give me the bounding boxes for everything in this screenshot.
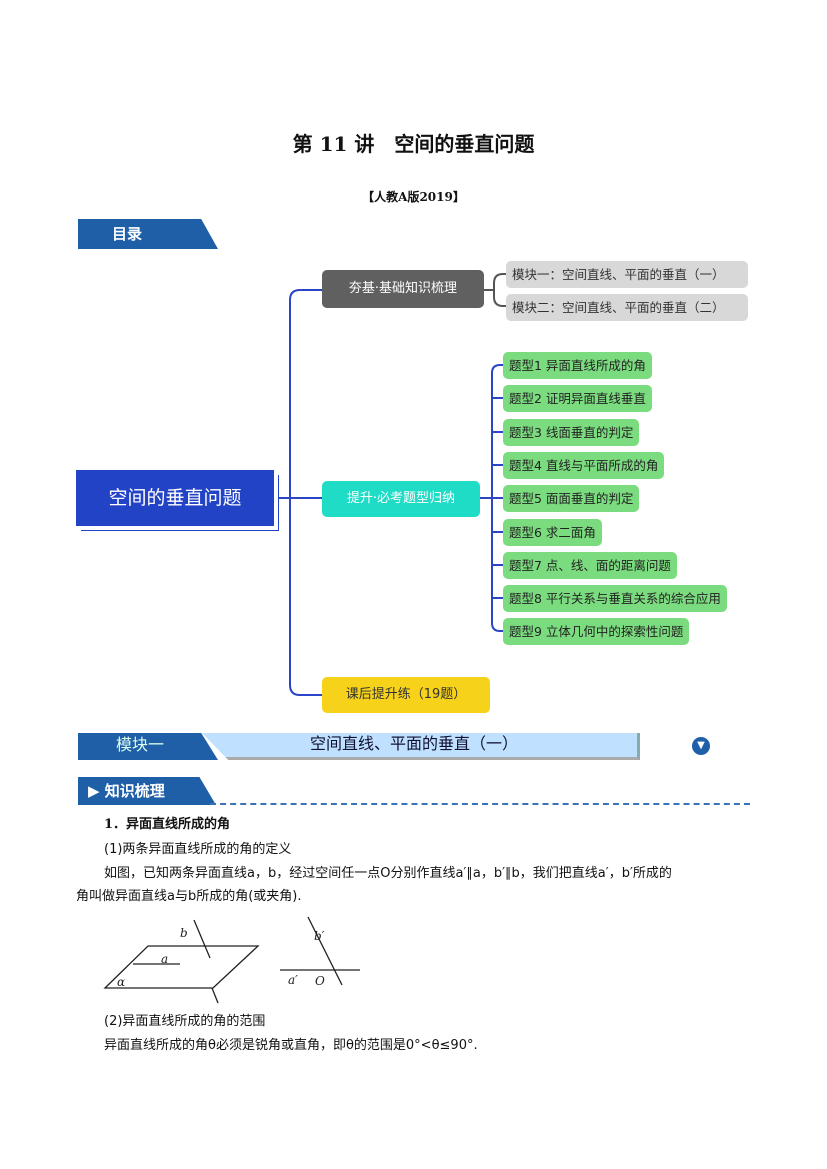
leaf-type-7[interactable]: 题型7 点、线、面的距离问题	[503, 552, 677, 579]
page-title: 第 11 讲 空间的垂直问题	[292, 132, 535, 156]
leaf-type-5[interactable]: 题型5 面面垂直的判定	[503, 485, 640, 512]
leaf-type-9[interactable]: 题型9 立体几何中的探索性问题	[503, 618, 690, 645]
label-alpha: α	[117, 975, 125, 989]
para-5: 异面直线所成的角θ必须是锐角或直角，即θ的范围是0°<θ≤90°.	[104, 1038, 478, 1053]
module-banner: 模块一 空间直线、平面的垂直（一） ▼	[78, 733, 710, 760]
edition-label: 【人教A版2019】	[362, 190, 465, 204]
leaf-type-3[interactable]: 题型3 线面垂直的判定	[503, 419, 640, 446]
leaf-type-8[interactable]: 题型8 平行关系与垂直关系的综合应用	[503, 585, 727, 612]
label-O: O	[315, 974, 325, 988]
module-title: 空间直线、平面的垂直（一）	[310, 734, 519, 753]
mindmap-center: 空间的垂直问题	[76, 470, 274, 526]
label-a-prime: a′	[288, 973, 298, 987]
para-1: (1)两条异面直线所成的角的定义	[104, 842, 292, 857]
branch-basics[interactable]: 夯基·基础知识梳理	[322, 270, 484, 308]
branch-question-types[interactable]: 提升·必考题型归纳	[322, 481, 480, 517]
para-3: 角叫做异面直线a与b所成的角(或夹角).	[76, 889, 302, 904]
para-4: (2)异面直线所成的角的范围	[104, 1014, 266, 1029]
triangle-down-icon[interactable]: ▼	[692, 737, 710, 755]
leaf-module-1[interactable]: 模块一：空间直线、平面的垂直（一）	[506, 261, 748, 288]
module-tag: 模块一	[78, 733, 218, 760]
heading-1: 1．异面直线所成的角	[104, 817, 231, 832]
leaf-type-1[interactable]: 题型1 异面直线所成的角	[503, 352, 652, 379]
label-a: a	[161, 952, 168, 966]
module-banner-bar	[202, 733, 640, 760]
leaf-type-6[interactable]: 题型6 求二面角	[503, 519, 602, 546]
section-header: ▶ 知识梳理	[78, 777, 216, 805]
mindmap-connectors	[276, 273, 506, 696]
label-b-prime: b′	[314, 929, 325, 943]
skew-lines-figure: b a α b′ a′ O	[103, 916, 360, 1004]
toc-header: 目录	[78, 219, 218, 249]
section-divider	[210, 803, 750, 805]
label-b: b	[180, 926, 188, 940]
leaf-module-2[interactable]: 模块二：空间直线、平面的垂直（二）	[506, 294, 748, 321]
leaf-type-2[interactable]: 题型2 证明异面直线垂直	[503, 385, 652, 412]
leaf-type-4[interactable]: 题型4 直线与平面所成的角	[503, 452, 665, 479]
branch-exercises[interactable]: 课后提升练（19题）	[322, 677, 490, 713]
para-2: 如图，已知两条异面直线a，b，经过空间任一点O分别作直线a′∥a，b′∥b，我们…	[104, 866, 672, 881]
